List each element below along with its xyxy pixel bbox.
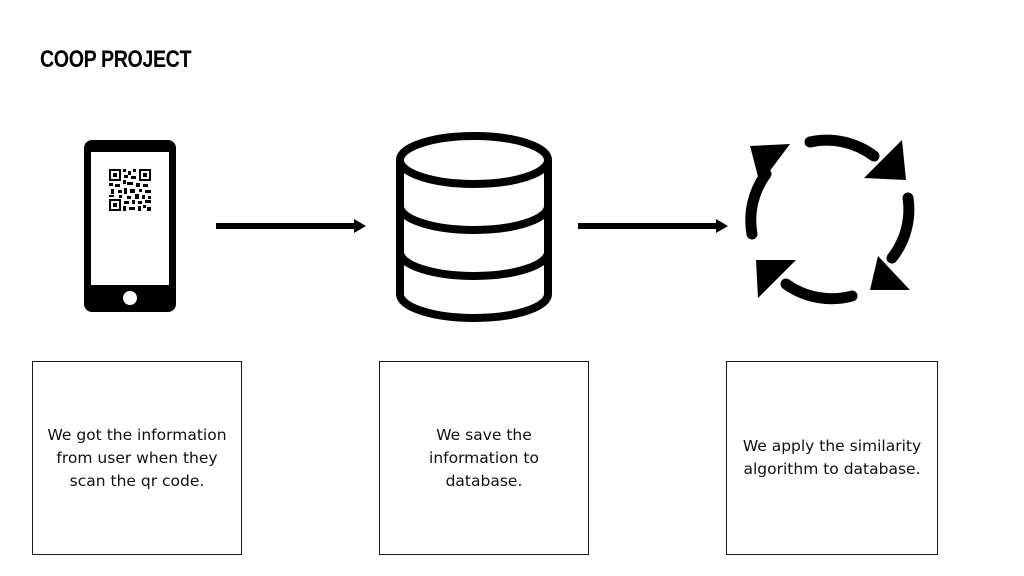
slide-title: COOP PROJECT	[40, 46, 192, 73]
step-text: We apply the similarity algorithm to dat…	[742, 437, 922, 478]
step-box-algorithm: We apply the similarity algorithm to dat…	[726, 361, 938, 555]
database-icon	[396, 132, 552, 322]
step-text: We got the information from user when th…	[47, 425, 227, 490]
cycle-arrows-icon	[745, 134, 915, 305]
step-box-scan: We got the information from user when th…	[32, 361, 242, 555]
phone-qr-icon	[84, 140, 176, 312]
arrow-right-icon	[216, 219, 366, 233]
step-text: We save the information to database.	[429, 425, 539, 490]
step-box-save: We save the information to database.	[379, 361, 589, 555]
arrow-right-icon	[578, 219, 728, 233]
